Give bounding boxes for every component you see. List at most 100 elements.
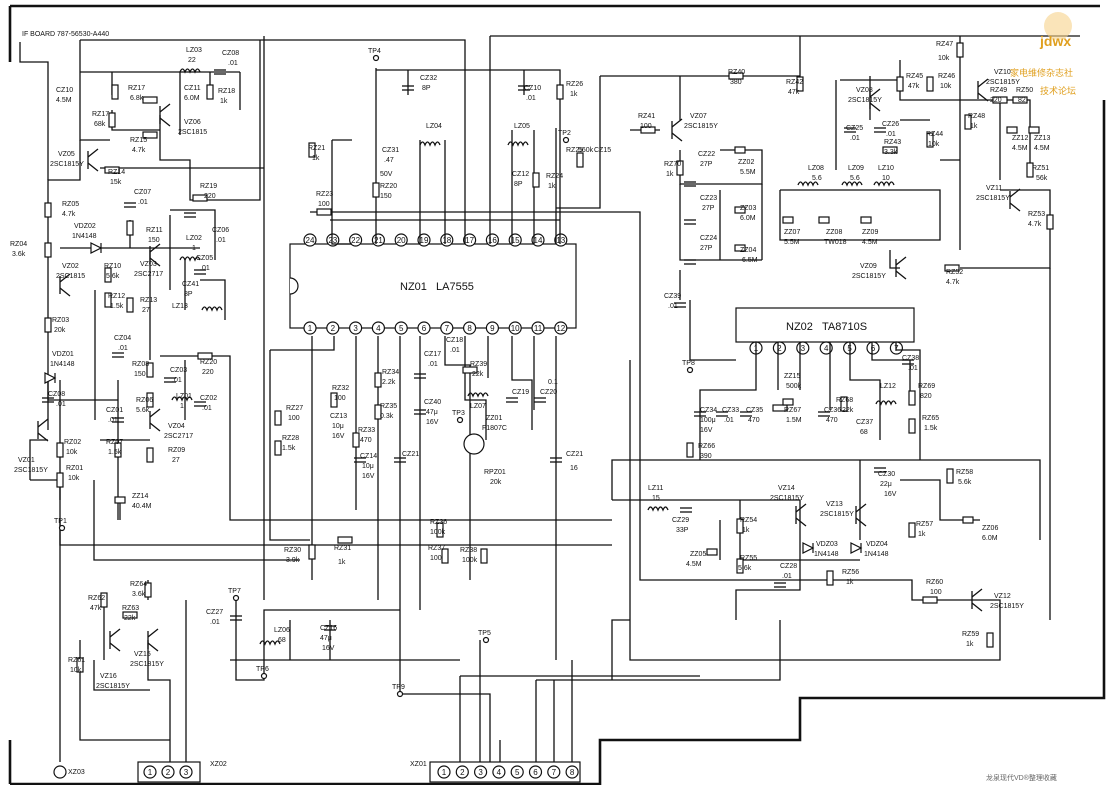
pin-marker [772,341,787,355]
resistor [796,76,804,92]
component-label: RZ62 [88,595,105,602]
resistor [1012,96,1028,104]
component-label: 27P [702,205,715,212]
resistor [556,84,564,100]
pin-marker [463,233,477,247]
pin-number: 5 [399,324,404,333]
component-label: 27 [142,307,150,314]
transistor-collector [149,408,161,418]
inductor-coil [467,392,489,398]
component-label: LZ08 [808,165,824,172]
component-label: 10μ [362,463,374,470]
component-label: CZ25 [846,125,863,132]
component-label: LZ07 [470,403,486,410]
transistor-collector [59,273,71,283]
component-label: CZ01 [106,407,123,414]
component-label: RZ57 [916,521,933,528]
pin-number: 15 [511,236,520,245]
component-label: VZ02 [62,263,79,270]
component-label: RZ31 [334,545,351,552]
component-label: 4.7k [946,279,960,286]
pin-number: 20 [397,236,406,245]
test-point-marker [58,524,66,532]
transistor-emitter [149,422,161,432]
pin-number: 3 [478,768,483,777]
resistor [576,152,584,168]
component-label: ZZ15 [784,373,800,380]
component-label: VZ01 [18,457,35,464]
component-label: CZ02 [200,395,217,402]
component-label: 5.6k [106,273,120,280]
transistor-emitter [855,517,867,527]
component-label: CZ36 [824,407,841,414]
component-label: 1k [742,527,750,534]
component-label: LZ09 [848,165,864,172]
component-label: ZZ03 [740,205,756,212]
component-label: 2SC1815Y [848,97,882,104]
pin-number: 18 [442,236,451,245]
test-point-label: TP7 [228,588,241,595]
component-label: 2SC1815Y [130,661,164,668]
component-label: RZ05 [62,201,79,208]
component-label: 82 [1018,97,1026,104]
component-label: RZ32 [332,385,349,392]
component-label: VZ10 [994,69,1011,76]
pin-number: 22 [351,236,360,245]
inductor-coil [419,141,441,147]
component-label: 16V [322,645,335,652]
ic-nz01-notch [289,277,299,295]
pin-marker [510,765,524,779]
resistor [908,390,916,406]
board-header: IF BOARD 787-56530-A440 [22,31,109,38]
resistor [441,548,449,564]
component-label: CZ28 [780,563,797,570]
component-label: CZ05 [196,255,213,262]
test-point-label: TP9 [392,684,405,691]
component-label: CZ10 [524,85,541,92]
component-label: 4.7k [1028,221,1042,228]
component-label: 1.5k [110,303,124,310]
component-label: VDZ02 [74,223,96,230]
component-label: .01 [210,619,220,626]
inductor-coil [647,506,669,512]
component-label: RZ46 [938,73,955,80]
resistor [44,317,52,333]
component-label: RZ54 [740,517,757,524]
transistor-emitter [869,102,881,112]
component-label: 1k [666,171,674,178]
pin-marker [866,341,880,355]
component-label: ZZ05 [690,551,706,558]
component-label: 380 [730,79,742,86]
transistor-emitter [59,287,71,297]
component-label: ZZ01 [486,415,502,422]
component-label: 150 [380,193,392,200]
pin-number: 6 [422,324,427,333]
resistor [374,404,382,420]
pin-number: 7 [552,768,557,777]
component-label: 1N4148 [72,233,97,240]
component-label: VZ13 [826,501,843,508]
component-label: 16V [332,433,345,440]
transistor-emitter [149,257,161,267]
pin-number: 24 [306,236,315,245]
component-label: RZ19 [200,183,217,190]
component-label: CZ38 [902,355,919,362]
transistor-collector [149,243,161,253]
crystal-filter [860,216,872,224]
pin-marker [349,233,363,247]
pin-marker [326,233,340,247]
component-label: VZ14 [778,485,795,492]
transistor-emitter [37,432,49,442]
transistor-emitter [895,270,907,280]
component-label: ZZ04 [740,247,756,254]
pin-marker [417,321,431,335]
component-label: CZ37 [856,419,873,426]
component-label: 2SC1815Y [96,683,130,690]
resistor [532,172,540,188]
connector-xz03-label: XZ03 [68,769,85,776]
pin-marker [303,321,317,335]
component-label: 1k [312,155,320,162]
transistor-collector [159,103,171,113]
pin-number: 8 [570,768,575,777]
